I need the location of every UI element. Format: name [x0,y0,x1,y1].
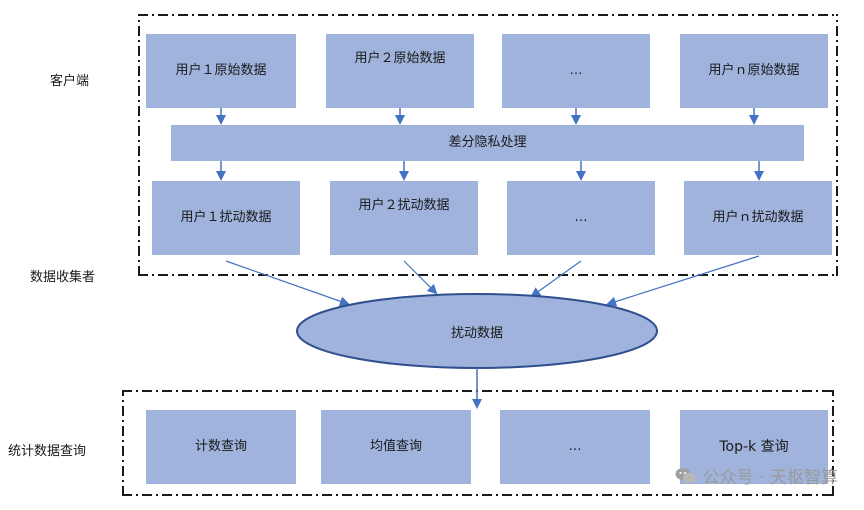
dp-processing-bar: 差分隐私处理 [171,125,804,161]
count-query-box: 计数查询 [146,410,296,484]
perturbed-data-box-1: 用户１扰动数据 [152,181,300,255]
arrow-perturbed-2 [403,260,438,295]
perturbed-data-box-n: 用户ｎ扰动数据 [684,181,832,255]
mean-query-box: 均值查询 [321,410,471,484]
arrow-perturbed-1 [225,260,350,307]
watermark: 公众号 · 天枢智算 [675,463,838,488]
raw-data-box-ellipsis: … [502,34,650,108]
center-ellipse-label: 扰动数据 [450,326,503,341]
raw-data-box-2: 用户２原始数据 [326,34,474,108]
arrow-perturbed-ellipsis [530,260,582,298]
client-label: 客户端 [50,74,90,89]
perturbed-data-box-ellipsis: … [507,181,655,255]
topk-query-box: Top-k 查询 [680,410,828,484]
query-box-ellipsis: … [500,410,650,484]
arrow-perturbed-n [606,255,760,307]
wechat-icon [675,467,696,483]
collector-label: 数据收集者 [30,270,96,285]
raw-data-box-2-text: 用户２原始数据 [354,51,446,66]
watermark-text: 公众号 · 天枢智算 [702,468,838,488]
raw-data-box-n: 用户ｎ原始数据 [680,34,828,108]
stats-label: 统计数据查询 [8,444,87,459]
raw-data-box-1: 用户１原始数据 [146,34,296,108]
perturbed-data-box-2-text: 用户２扰动数据 [358,198,450,213]
perturbed-data-box-2: 用户２扰动数据 [330,181,478,255]
